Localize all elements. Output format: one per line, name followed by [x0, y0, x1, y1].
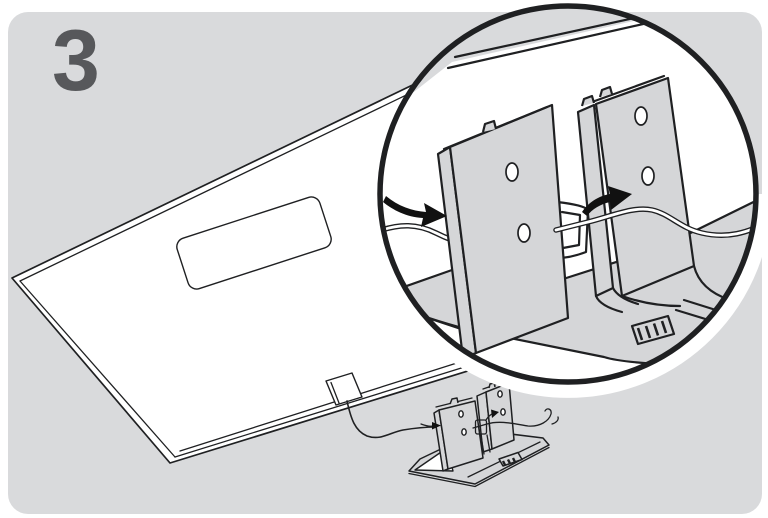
screw-hole [497, 390, 503, 398]
cable-holder [498, 451, 523, 467]
stand-cable-clip [472, 408, 559, 455]
power-cable [346, 400, 437, 439]
tv-label [176, 196, 332, 290]
cable-free-end [472, 408, 552, 429]
screw-hole [461, 428, 467, 436]
magnified-tv-edge [446, 11, 659, 70]
hook-tab [488, 382, 496, 389]
hook-tab [449, 397, 459, 405]
magnified-left-plate [436, 103, 570, 360]
stand-left-plate [433, 397, 484, 472]
hook-tab [481, 119, 498, 133]
tv-cable-tab [325, 372, 363, 406]
small-arrow-right-icon [420, 422, 441, 430]
hook-tab [580, 94, 596, 107]
magnified-cable-right [553, 206, 754, 238]
screw-hole [500, 408, 506, 416]
magnified-cable-clip [555, 200, 590, 260]
screw-hole [517, 223, 531, 243]
magnified-cable-holder [630, 314, 676, 346]
curved-arrow-up-right-icon [582, 186, 632, 216]
screw-hole [634, 106, 648, 126]
hook-tab [598, 85, 614, 98]
callout-ring [377, 3, 759, 385]
magnified-right-plate [576, 74, 732, 314]
curved-arrow-right-icon [383, 196, 447, 227]
step-number: 3 [52, 13, 100, 109]
screw-hole [505, 162, 519, 182]
screw-hole [458, 410, 464, 418]
stand-base-edge [408, 446, 550, 488]
callout-halo [364, 193, 768, 398]
screw-hole [641, 166, 655, 186]
tv-stand [408, 380, 559, 488]
magnifier-circle-icon [364, 3, 768, 398]
small-arrow-up-right-icon [485, 409, 499, 421]
magnified-detail [382, 8, 754, 366]
